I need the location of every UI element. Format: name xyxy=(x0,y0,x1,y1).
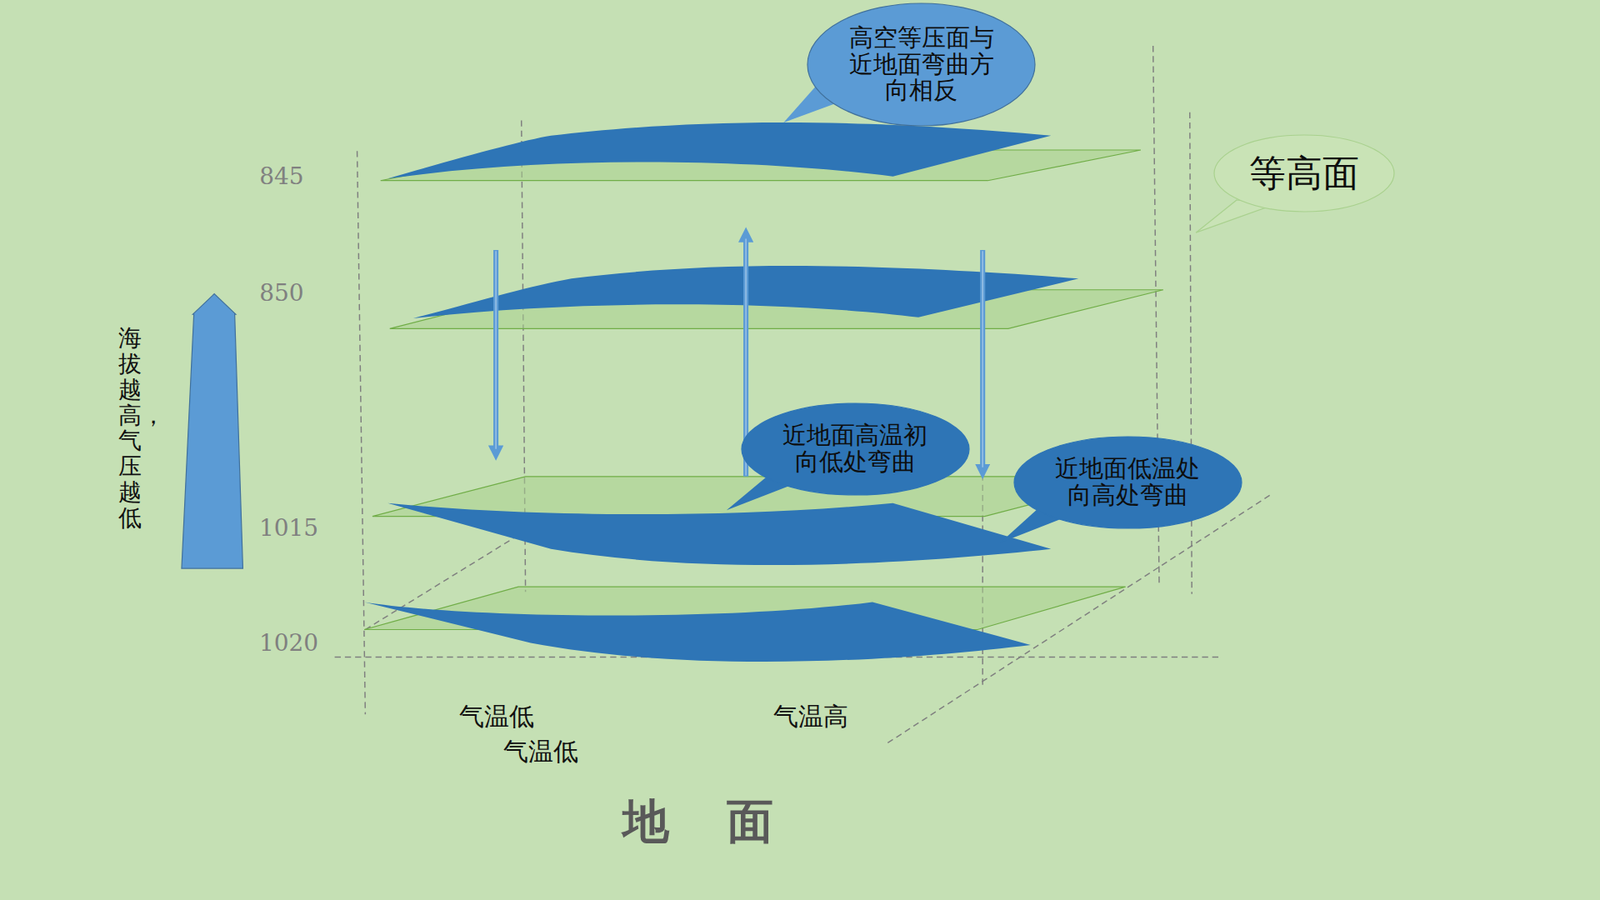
pressure-value: 1015 xyxy=(259,514,319,542)
callout-text: 高空等压面与近地面弯曲方向相反 xyxy=(848,25,995,105)
guide-lines xyxy=(335,45,1271,743)
bubble-ellipse xyxy=(1014,436,1242,529)
callout-bubble: 等高面 xyxy=(1213,134,1395,213)
ground-label: 地 面 xyxy=(622,790,775,855)
air-flow-arrow-core xyxy=(495,239,983,476)
callout-text: 近地面高温初向低处弯曲 xyxy=(781,422,928,476)
altitude-arrow xyxy=(181,294,243,569)
temperature-label: 气温低 xyxy=(459,699,535,734)
callout-bubble: 高空等压面与近地面弯曲方向相反 xyxy=(806,2,1036,127)
temperature-label: 气温高 xyxy=(773,699,849,734)
bubble-ellipse xyxy=(807,3,1035,126)
callout-bubble: 近地面高温初向低处弯曲 xyxy=(740,402,970,496)
callout-text: 等高面 xyxy=(1249,153,1360,194)
curved-isobar xyxy=(387,503,1051,565)
curved-isobar xyxy=(364,601,1031,662)
temperature-label: 气温低 xyxy=(503,735,579,770)
pressure-value: 850 xyxy=(259,279,304,307)
axis-note: 海拔越高，气压越低 xyxy=(118,325,142,531)
pressure-value: 1020 xyxy=(259,629,319,657)
callout-text: 近地面低温处向高处弯曲 xyxy=(1054,455,1200,510)
callout-bubble: 近地面低温处向高处弯曲 xyxy=(1013,435,1243,530)
bubble-ellipse xyxy=(1214,135,1395,212)
air-flow-arrows xyxy=(495,235,983,477)
bubble-ellipse xyxy=(741,403,970,495)
curved-isobar xyxy=(387,122,1051,179)
pressure-value: 845 xyxy=(259,161,304,190)
